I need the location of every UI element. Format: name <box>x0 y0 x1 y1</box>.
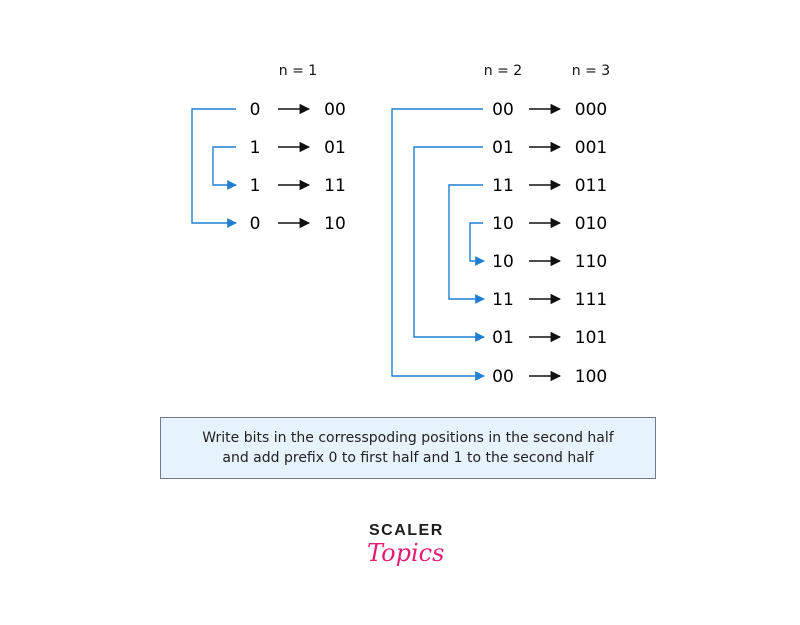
n3-value: 100 <box>575 367 607 387</box>
n1-right-value: 00 <box>324 100 346 120</box>
header-n3: n = 3 <box>572 63 610 79</box>
n3-value: 011 <box>575 176 607 196</box>
n1-left-value: 0 <box>250 214 261 234</box>
logo-wordmark-bottom: Topics <box>367 539 445 567</box>
n3-value: 001 <box>575 138 607 158</box>
n2-left-value: 00 <box>492 100 514 120</box>
explanation-note: Write bits in the corresspoding position… <box>160 417 656 479</box>
table-n1: 0 1 1 0 00 01 11 10 <box>191 100 346 234</box>
reflection-bracket <box>391 108 485 381</box>
n1-left-value: 1 <box>250 138 261 158</box>
n3-value: 101 <box>575 328 607 348</box>
logo-wordmark-top: SCALER <box>369 522 444 539</box>
n2-left-value: 00 <box>492 367 514 387</box>
n3-value: 010 <box>575 214 607 234</box>
n1-right-value: 01 <box>324 138 346 158</box>
n2-left-value: 01 <box>492 328 514 348</box>
reflection-bracket <box>413 146 485 342</box>
n2-left-value: 10 <box>492 252 514 272</box>
n2-left-value: 01 <box>492 138 514 158</box>
scaler-topics-logo: SCALER Topics <box>355 522 455 584</box>
reflection-bracket <box>469 222 485 266</box>
n1-right-value: 11 <box>324 176 346 196</box>
n2-left-value: 11 <box>492 290 514 310</box>
header-n2: n = 2 <box>484 63 522 79</box>
n1-left-value: 0 <box>250 100 261 120</box>
header-n1: n = 1 <box>279 63 317 79</box>
n1-right-value: 10 <box>324 214 346 234</box>
n3-value: 000 <box>575 100 607 120</box>
n2-left-value: 11 <box>492 176 514 196</box>
note-line-1: Write bits in the corresspoding position… <box>202 430 614 446</box>
n3-value: 111 <box>575 290 607 310</box>
reflection-bracket <box>448 184 485 304</box>
reflection-bracket <box>191 108 237 228</box>
reflection-bracket <box>212 146 237 190</box>
n1-left-value: 1 <box>250 176 261 196</box>
n3-value: 110 <box>575 252 607 272</box>
table-n2: 00 01 11 10 10 11 01 00 000 001 011 010 … <box>391 100 607 387</box>
note-line-2: and add prefix 0 to first half and 1 to … <box>222 450 594 466</box>
n2-left-value: 10 <box>492 214 514 234</box>
